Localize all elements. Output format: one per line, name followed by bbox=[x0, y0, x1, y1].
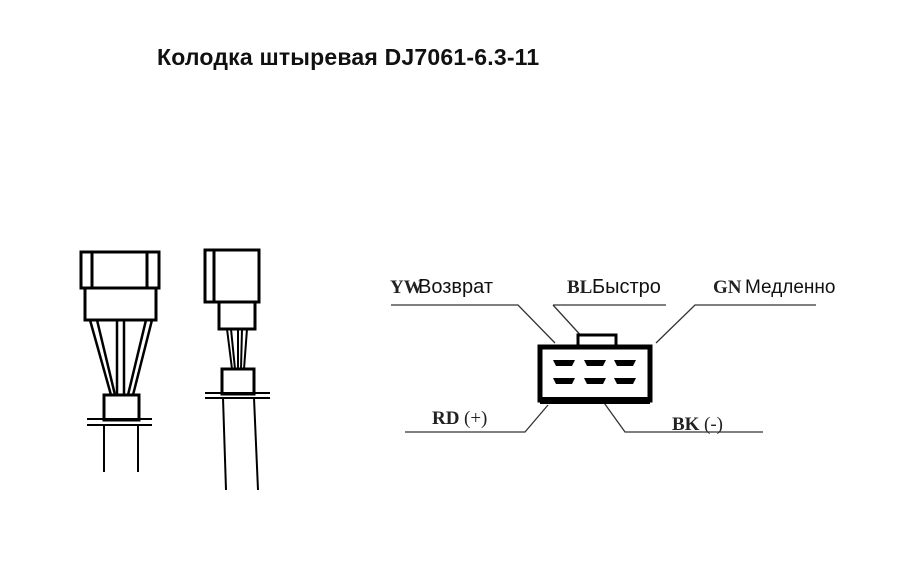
connector-face bbox=[537, 333, 653, 404]
pin-label-minus: (-) bbox=[704, 414, 723, 435]
pin-code-bl: BL bbox=[567, 277, 592, 298]
pin-label-bystro: Быстро bbox=[592, 276, 661, 298]
leader-lines bbox=[391, 304, 816, 433]
pin-label-medlenno: Медленно bbox=[745, 277, 835, 298]
pin-label-vozvrat: Возврат bbox=[418, 276, 493, 298]
pin-code-yw: YW bbox=[390, 277, 423, 298]
pin-slot-6 bbox=[614, 378, 636, 384]
pin-label-rd: RD (+) bbox=[432, 408, 487, 429]
connector-side-view-front bbox=[79, 250, 161, 472]
pin-slot-5 bbox=[584, 378, 606, 384]
pin-slot-1 bbox=[553, 360, 575, 366]
pin-label-yw: YW Возврат bbox=[390, 276, 493, 298]
pin-slot-3 bbox=[614, 360, 636, 366]
pin-label-plus: (+) bbox=[464, 408, 487, 429]
pin-code-rd: RD bbox=[432, 408, 459, 429]
pin-slots bbox=[553, 360, 636, 384]
pin-label-gn: GN Медленно bbox=[713, 277, 835, 298]
diagram-title: Колодка штыревая DJ7061-6.3-11 bbox=[157, 44, 540, 70]
pin-label-bl: BL Быстро bbox=[567, 276, 661, 298]
pin-slot-4 bbox=[553, 378, 575, 384]
pin-code-gn: GN bbox=[713, 277, 742, 298]
pin-code-bk: BK bbox=[672, 414, 700, 435]
pin-slot-2 bbox=[584, 360, 606, 366]
pin-label-bk: BK (-) bbox=[672, 414, 723, 435]
connector-side-view-profile bbox=[203, 248, 270, 491]
